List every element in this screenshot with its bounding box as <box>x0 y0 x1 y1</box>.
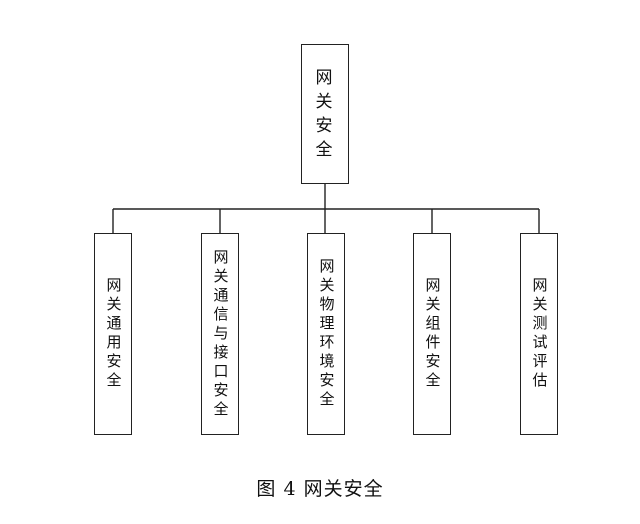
child-node-label: 网关组件安全 <box>423 277 442 391</box>
child-node-label: 网关测试评估 <box>530 277 549 391</box>
child-node-general-security: 网关通用安全 <box>94 233 132 435</box>
child-node-communication-interface-security: 网关通信与接口安全 <box>201 233 239 435</box>
child-node-label: 网关通信与接口安全 <box>211 248 230 420</box>
child-node-component-security: 网关组件安全 <box>413 233 451 435</box>
child-node-test-evaluation: 网关测试评估 <box>520 233 558 435</box>
figure-caption: 图 4 网关安全 <box>256 478 384 500</box>
root-node-label: 网关安全 <box>315 68 335 160</box>
child-node-label: 网关物理环境安全 <box>317 258 336 410</box>
child-node-label: 网关通用安全 <box>104 277 123 391</box>
child-node-physical-environment-security: 网关物理环境安全 <box>307 233 345 435</box>
root-node: 网关安全 <box>301 44 349 184</box>
